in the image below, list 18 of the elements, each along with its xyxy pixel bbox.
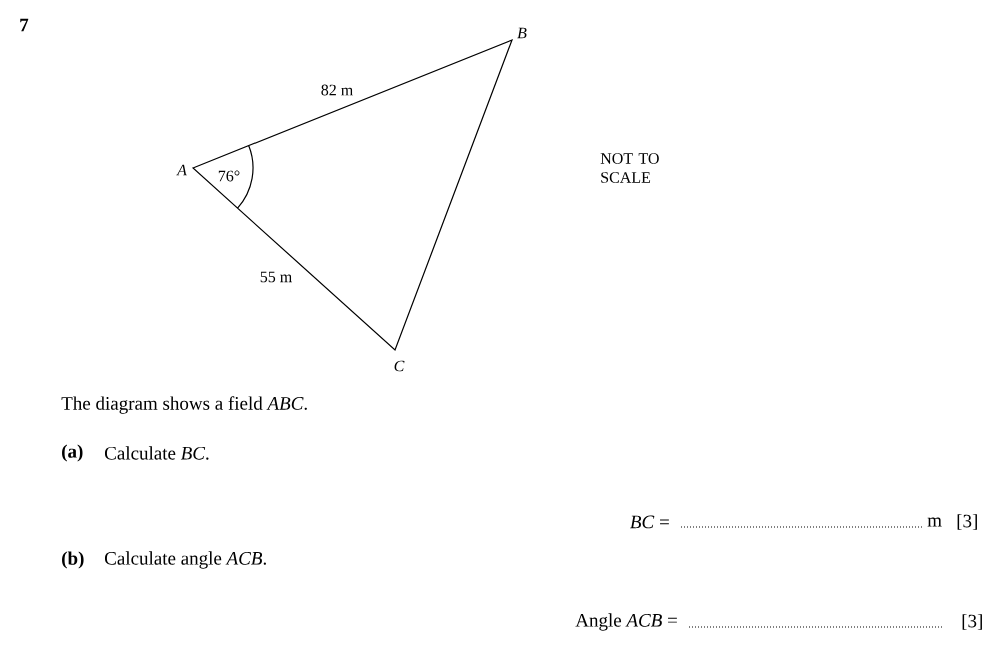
question-number: 7	[20, 18, 29, 32]
vertex-label: B	[517, 27, 527, 39]
note: NOT TO SCALE	[600, 153, 659, 183]
mark-allocation: [3]	[957, 514, 977, 530]
mark-allocation: [3]	[962, 614, 982, 630]
side-length-label: 82 m	[321, 84, 353, 96]
question-text: Calculate angle ACB.	[105, 551, 266, 569]
answer-label: BC =	[630, 515, 669, 529]
part-label: (a)	[62, 444, 83, 462]
part-label: (b)	[62, 551, 84, 569]
side-length-label: 55 m	[260, 271, 292, 283]
vertex-label: A	[176, 164, 187, 176]
angle-label: 76°	[218, 170, 240, 182]
unit-label: m	[927, 517, 942, 527]
answer-label: Angle ACB =	[575, 613, 677, 631]
vertex-label: C	[394, 360, 405, 372]
question-text: Calculate BC.	[105, 446, 209, 460]
question-text: The diagram shows a field ABC.	[61, 396, 307, 414]
